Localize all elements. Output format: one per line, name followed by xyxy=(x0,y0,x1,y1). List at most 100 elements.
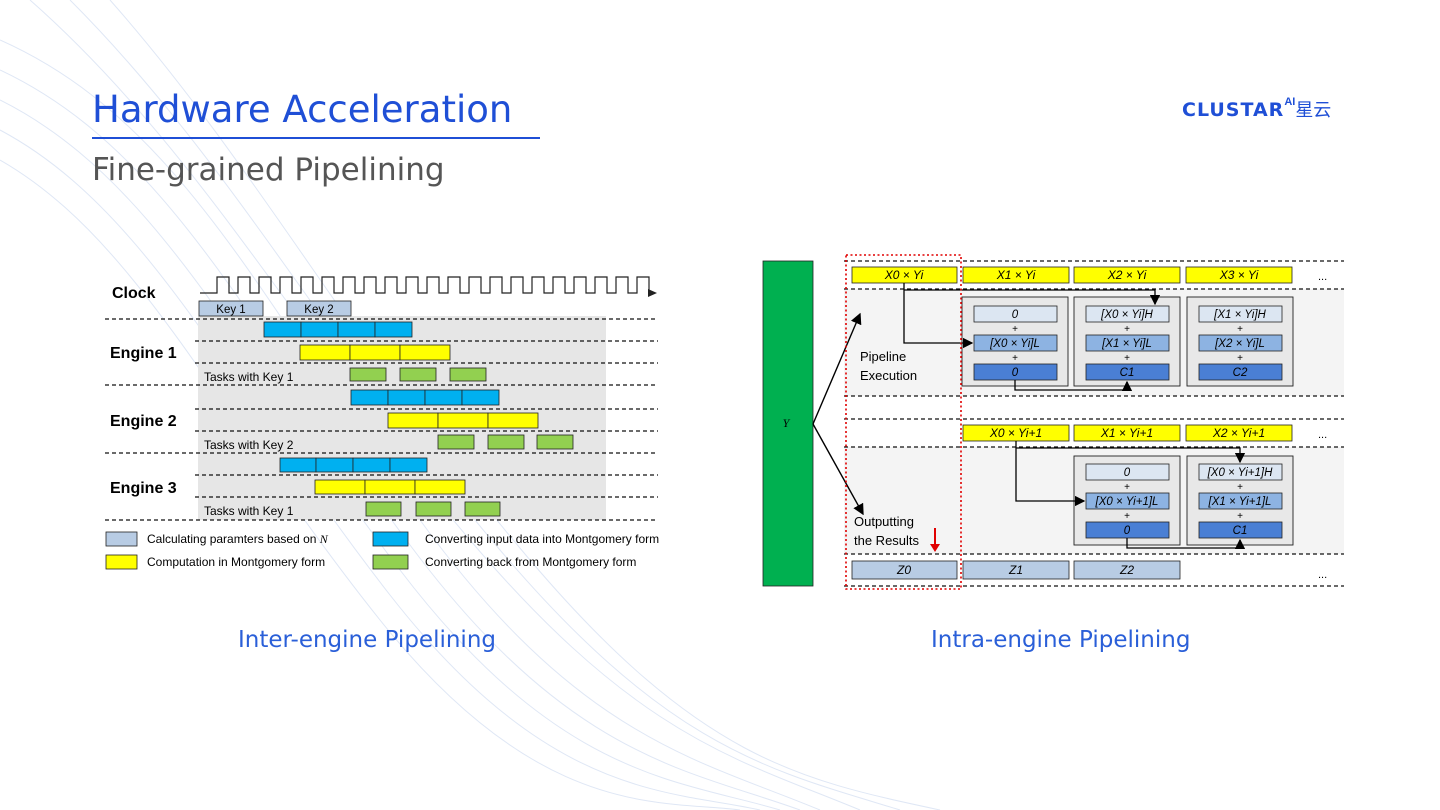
convert-back-block xyxy=(536,434,574,450)
logo-mark: AI xyxy=(1284,96,1296,108)
plus-sign: + xyxy=(1012,324,1018,335)
plus-sign: + xyxy=(1124,511,1130,522)
plus-sign: + xyxy=(1124,482,1130,493)
compute-block xyxy=(314,479,366,495)
product-box xyxy=(1073,266,1181,284)
product-x2-yi: X2 × Yi xyxy=(1107,268,1147,282)
product-x3-yi: X3 × Yi xyxy=(1219,268,1259,282)
pipeline-label-2: Execution xyxy=(860,368,917,383)
g1-0-mid: [X0 × Yi]L xyxy=(989,338,1040,350)
product-x0-yi: X0 × Yi xyxy=(884,268,924,282)
convert-block xyxy=(315,457,354,473)
g1-1-mid: [X1 × Yi]L xyxy=(1101,338,1152,350)
intra-engine-diagram: Y X0 × Yi X1 × Yi X2 × Yi X3 × Yi ... xyxy=(762,254,1344,590)
compute-block xyxy=(414,479,466,495)
plus-sign: + xyxy=(1124,324,1130,335)
output-box xyxy=(851,560,958,580)
convert-block xyxy=(279,457,317,473)
g2-0-mid: [X0 × Yi+1]L xyxy=(1095,496,1159,508)
legend: Calculating paramters based on N Convert… xyxy=(105,531,659,570)
convert-back-block xyxy=(399,367,437,382)
legend-swatch-compute xyxy=(105,554,138,570)
convert-block xyxy=(337,321,376,338)
operand-mid xyxy=(1085,334,1170,352)
operand-mid xyxy=(1198,334,1283,352)
pipeline-connectors xyxy=(903,283,1161,392)
key-1-label: Key 1 xyxy=(216,304,245,316)
output-label-1: Outputting xyxy=(854,514,914,529)
convert-back-block xyxy=(437,434,475,450)
operand-bot xyxy=(1198,521,1283,539)
convert-block xyxy=(461,389,500,406)
output-box xyxy=(1073,560,1181,580)
convert-block xyxy=(374,321,413,338)
engine-1-tasks: Tasks with Key 1 xyxy=(204,370,294,384)
pipeline-connectors xyxy=(1015,441,1246,550)
operand-top xyxy=(1085,305,1170,323)
engine-3-label: Engine 3 xyxy=(110,480,177,497)
g1-1-bot: C1 xyxy=(1120,367,1135,379)
operand-top xyxy=(1085,463,1170,481)
convert-back-block xyxy=(349,367,387,382)
product-x0-yi1: X0 × Yi+1 xyxy=(989,426,1042,440)
output-ellipsis: ... xyxy=(1318,569,1327,581)
inter-engine-diagram: Clock Key 1 Key 2 Engine 1 Tasks with Ke… xyxy=(105,276,659,570)
row1-ellipsis: ... xyxy=(1318,271,1327,283)
operand-bot xyxy=(1085,363,1170,381)
g2-1-bot: C1 xyxy=(1233,525,1248,537)
legend-convert-label: Converting input data into Montgomery fo… xyxy=(425,532,659,546)
engine-2-tasks: Tasks with Key 2 xyxy=(204,438,294,452)
legend-param-label: Calculating paramters based on N xyxy=(147,532,329,546)
plus-sign: + xyxy=(1124,353,1130,364)
pipeline-label-1: Pipeline xyxy=(860,349,906,364)
convert-block xyxy=(350,389,389,406)
output-box xyxy=(962,560,1070,580)
output-z2: Z2 xyxy=(1119,563,1134,577)
operand-mid xyxy=(1198,492,1283,510)
plus-sign: + xyxy=(1237,324,1243,335)
clustar-logo: CLUSTARAI星云 xyxy=(1182,96,1331,126)
compute-block xyxy=(364,479,416,495)
y-label: Y xyxy=(783,416,791,430)
convert-back-block xyxy=(464,501,501,517)
plus-sign: + xyxy=(1237,353,1243,364)
convert-block xyxy=(389,457,428,473)
operand-top xyxy=(1198,463,1283,481)
engine-1-label: Engine 1 xyxy=(110,345,177,362)
compute-block xyxy=(299,344,351,361)
operand-top xyxy=(1198,305,1283,323)
title-underline xyxy=(92,137,540,139)
y-input-column xyxy=(762,260,814,587)
product-box xyxy=(962,266,1070,284)
operand-mid xyxy=(1085,492,1170,510)
g2-1-mid: [X1 × Yi+1]L xyxy=(1208,496,1272,508)
product-x2-yi1: X2 × Yi+1 xyxy=(1212,426,1265,440)
caption-intra-engine: Intra-engine Pipelining xyxy=(931,627,1191,653)
compute-block xyxy=(349,344,401,361)
convert-back-block xyxy=(487,434,525,450)
product-x1-yi: X1 × Yi xyxy=(996,268,1036,282)
slide-title: Hardware Acceleration xyxy=(92,88,513,131)
row-separators xyxy=(105,318,658,521)
g1-1-top: [X0 × Yi]H xyxy=(1100,309,1153,321)
product-box xyxy=(1073,424,1181,442)
logo-brand: CLUSTAR xyxy=(1182,99,1285,121)
compute-block xyxy=(399,344,451,361)
engine-2-label: Engine 2 xyxy=(110,413,177,430)
caption-inter-engine: Inter-engine Pipelining xyxy=(238,627,496,653)
output-red-arrowhead xyxy=(930,544,940,552)
key-2-label: Key 2 xyxy=(304,304,333,316)
product-x1-yi1: X1 × Yi+1 xyxy=(1100,426,1153,440)
convert-block xyxy=(387,389,426,406)
output-z1: Z1 xyxy=(1008,563,1023,577)
convert-back-block xyxy=(415,501,452,517)
clock-label: Clock xyxy=(112,285,156,302)
key-2-box xyxy=(286,300,352,317)
legend-swatch-convert xyxy=(372,531,409,547)
output-label-2: the Results xyxy=(854,533,920,548)
compute-block xyxy=(437,412,489,429)
legend-compute-label: Computation in Montgomery form xyxy=(147,555,325,569)
operand-top xyxy=(973,305,1058,323)
row-separators xyxy=(844,260,1344,587)
g1-2-top: [X1 × Yi]H xyxy=(1213,309,1266,321)
